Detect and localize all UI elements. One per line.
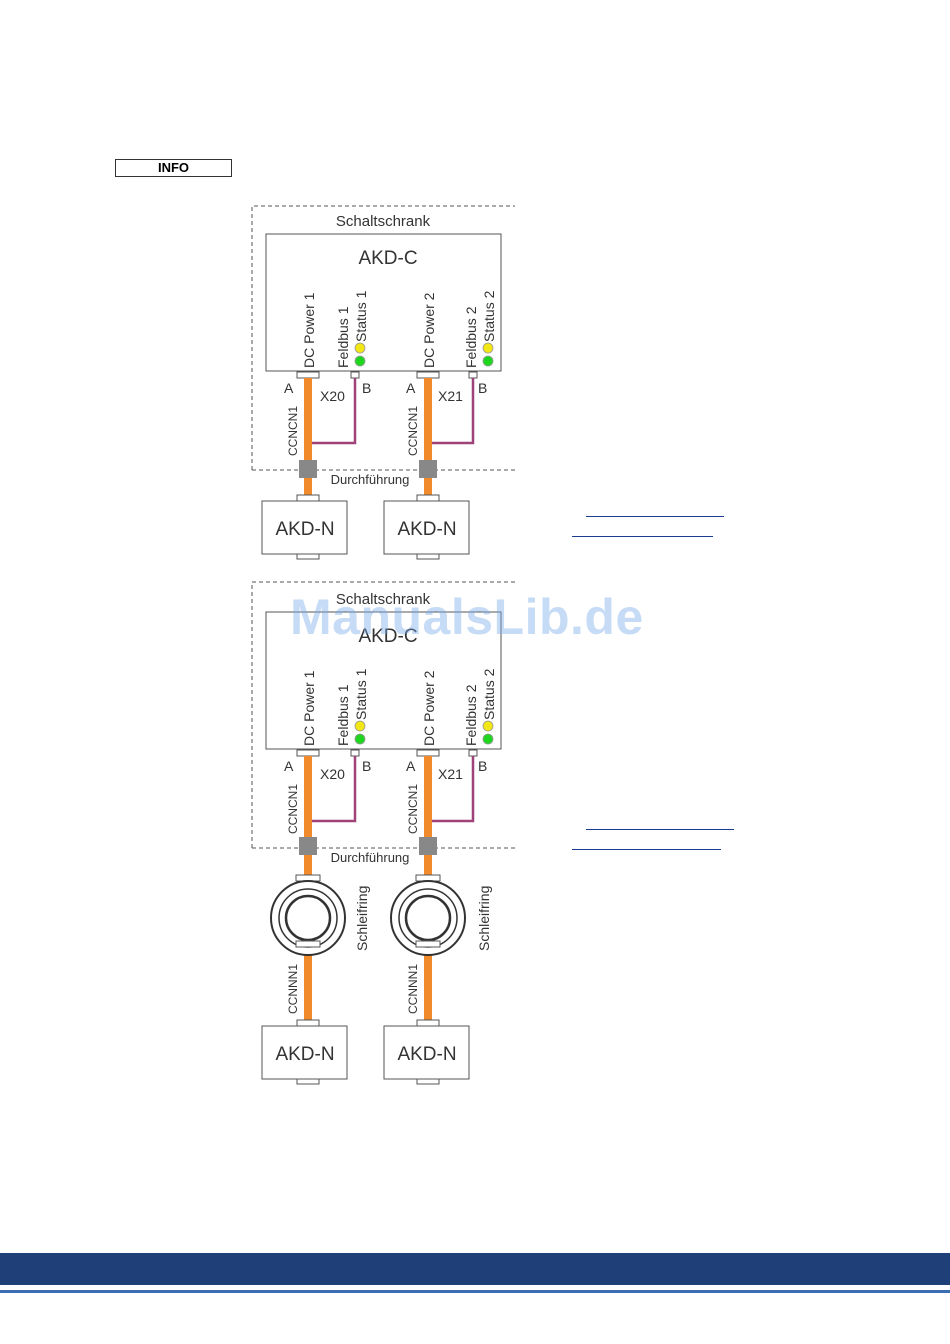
akd-n-box [383, 1025, 470, 1080]
power-cable [424, 378, 432, 496]
drive-foot [416, 1078, 440, 1085]
port-label: DC Power 2 [421, 670, 437, 746]
port-label: Status 1 [353, 668, 369, 720]
connector-b [468, 371, 478, 379]
connector-a [296, 371, 320, 379]
akd-n-label: AKD-N [397, 519, 456, 540]
port-label: Feldbus 1 [335, 306, 351, 368]
akd-c-box [265, 233, 502, 372]
cabinet-label: Schaltschrank [336, 213, 431, 230]
link-underline[interactable] [586, 829, 734, 830]
connector-b [350, 749, 360, 757]
pin-a-label: A [406, 380, 416, 396]
status-led-green [482, 355, 494, 367]
pin-b-label: B [478, 380, 487, 396]
port-label: DC Power 2 [421, 292, 437, 368]
info-badge: INFO [115, 159, 232, 177]
connector-a [296, 749, 320, 757]
akd-c-label: AKD-C [358, 626, 417, 647]
slip-ring [284, 894, 332, 942]
slip-ring [404, 894, 452, 942]
connector-a [416, 371, 440, 379]
cabinet-outline [251, 581, 515, 849]
akd-n-label: AKD-N [275, 1044, 334, 1065]
feedthrough-label: Durchführung [331, 472, 410, 487]
signal-wire [432, 378, 475, 445]
drive-foot [416, 553, 440, 560]
signal-wire [432, 756, 475, 823]
drive-connector [416, 1019, 440, 1027]
connector-label: X21 [438, 766, 463, 782]
status-led-yellow [354, 720, 366, 732]
wiring-diagram-bottom: Schaltschrank AKD-C DC Power 1 Feldbus 1… [240, 578, 530, 1095]
drive-connector [296, 1019, 320, 1027]
signal-wire [312, 756, 357, 823]
cable-label: CCNCN1 [406, 406, 420, 456]
drive-foot [296, 553, 320, 560]
link-underline[interactable] [586, 516, 724, 517]
status-led-yellow [482, 720, 494, 732]
akd-n-box [261, 1025, 348, 1080]
cable-label: CCNNN1 [406, 964, 420, 1014]
connector-b [468, 749, 478, 757]
pin-a-label: A [284, 380, 294, 396]
port-label: Status 2 [481, 290, 497, 342]
connector-b [350, 371, 360, 379]
drive-connector [416, 494, 440, 502]
port-label: DC Power 1 [301, 670, 317, 746]
akd-n-box [383, 500, 470, 555]
status-led-yellow [482, 342, 494, 354]
port-label: Status 1 [353, 290, 369, 342]
feedthrough [419, 460, 437, 478]
footer-bar [0, 1253, 950, 1285]
akd-c-box [265, 611, 502, 750]
slip-ring-label: Schleifring [476, 886, 492, 951]
drive-connector [296, 494, 320, 502]
signal-wire [312, 378, 357, 445]
pin-b-label: B [362, 758, 371, 774]
status-led-yellow [354, 342, 366, 354]
connector-label: X20 [320, 388, 345, 404]
feedthrough [299, 460, 317, 478]
status-led-green [354, 733, 366, 745]
cable-label: CCNNN1 [286, 964, 300, 1014]
feedthrough-label: Durchführung [331, 850, 410, 865]
watermark: ManualsLib.de [290, 589, 644, 645]
drive-foot [296, 1078, 320, 1085]
status-led-green [354, 355, 366, 367]
cabinet-outline [251, 205, 515, 471]
connector-label: X21 [438, 388, 463, 404]
connector-label: X20 [320, 766, 345, 782]
pin-a-label: A [406, 758, 416, 774]
connector-a [416, 749, 440, 757]
feedthrough [419, 837, 437, 855]
akd-n-label: AKD-N [275, 519, 334, 540]
pin-a-label: A [284, 758, 294, 774]
port-label: DC Power 1 [301, 292, 317, 368]
port-label: Feldbus 2 [463, 684, 479, 746]
cabinet-label: Schaltschrank [336, 591, 431, 608]
link-underline[interactable] [572, 536, 713, 537]
feedthrough [299, 837, 317, 855]
cable-label: CCNCN1 [286, 406, 300, 456]
akd-n-label: AKD-N [397, 1044, 456, 1065]
power-cable [304, 378, 312, 496]
port-label: Feldbus 2 [463, 306, 479, 368]
port-label: Status 2 [481, 668, 497, 720]
akd-n-box [261, 500, 348, 555]
slip-ring-label: Schleifring [354, 886, 370, 951]
slip-ring-connector [295, 940, 321, 948]
cable-label: CCNCN1 [406, 784, 420, 834]
pin-b-label: B [362, 380, 371, 396]
akd-c-label: AKD-C [358, 248, 417, 269]
wiring-diagram-top: Schaltschrank AKD-C DC Power 1 Feldbus 1… [240, 200, 530, 567]
status-led-green [482, 733, 494, 745]
link-underline[interactable] [572, 849, 721, 850]
pin-b-label: B [478, 758, 487, 774]
slip-ring-connector [415, 940, 441, 948]
cable-label: CCNCN1 [286, 784, 300, 834]
port-label: Feldbus 1 [335, 684, 351, 746]
footer-line [0, 1290, 950, 1293]
